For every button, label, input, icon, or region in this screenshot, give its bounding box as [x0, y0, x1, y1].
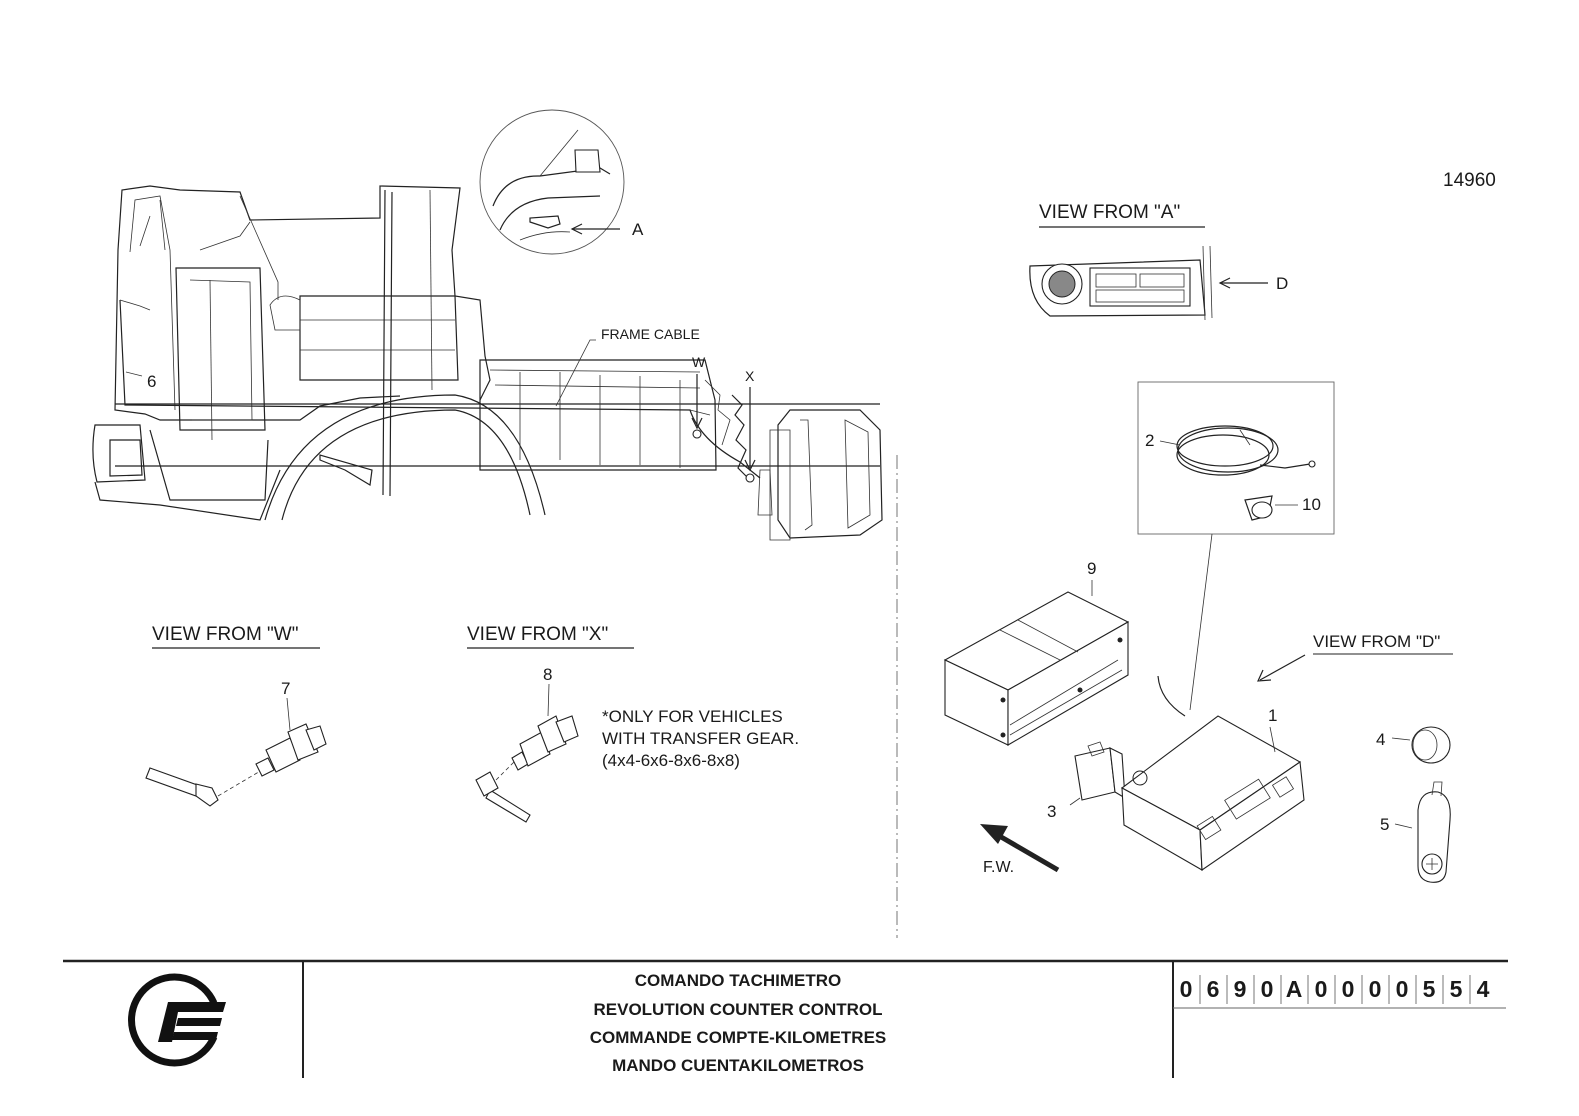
code-char: 0 — [1180, 976, 1193, 1002]
callout-8: 8 — [543, 665, 552, 684]
code-char: 5 — [1450, 976, 1463, 1002]
code-char: 4 — [1477, 976, 1490, 1002]
code-char: A — [1286, 976, 1303, 1002]
code-char: 0 — [1342, 976, 1355, 1002]
view-from-w-title: VIEW FROM "W" — [152, 624, 298, 645]
forward-direction-arrow — [980, 824, 1060, 873]
cable-kit-inset-box — [1137, 381, 1335, 711]
frame-cable-label: FRAME CABLE — [601, 326, 700, 342]
tachograph-unit-1 — [1120, 675, 1305, 872]
code-char: 5 — [1423, 976, 1436, 1002]
company-logo — [128, 973, 226, 1067]
callout-1: 1 — [1268, 706, 1277, 725]
view-from-x-title: VIEW FROM "X" — [467, 624, 608, 645]
vehicle-cab-chassis-drawing — [92, 185, 883, 541]
callout-9: 9 — [1087, 559, 1096, 578]
code-char: 0 — [1261, 976, 1274, 1002]
view-d-marker-label: D — [1276, 274, 1288, 293]
drawing-number: 14960 — [1443, 170, 1496, 191]
key-fob-5 — [1394, 781, 1451, 883]
sensor-fitting-7 — [145, 697, 327, 807]
code-char: 0 — [1396, 976, 1409, 1002]
note-line-1: *ONLY FOR VEHICLES — [602, 707, 783, 726]
dashboard-unit-view-a — [1029, 245, 1268, 321]
view-x-marker-label: X — [745, 368, 755, 384]
code-char: 0 — [1315, 976, 1328, 1002]
drawing-code-boxes: 0 6 9 0 A 0 0 0 0 5 5 4 — [1180, 975, 1490, 1004]
title-english: REVOLUTION COUNTER CONTROL — [594, 1000, 883, 1019]
note-line-2: WITH TRANSFER GEAR. — [602, 729, 799, 748]
callout-6: 6 — [147, 372, 156, 391]
title-italian: COMANDO TACHIMETRO — [635, 971, 842, 990]
forward-label: F.W. — [983, 859, 1014, 876]
title-french: COMMANDE COMPTE-KILOMETRES — [590, 1028, 887, 1047]
code-char: 9 — [1234, 976, 1247, 1002]
callout-7: 7 — [281, 679, 290, 698]
title-spanish: MANDO CUENTAKILOMETROS — [612, 1056, 864, 1075]
mounting-housing-9 — [943, 580, 1130, 746]
callout-5: 5 — [1380, 815, 1389, 834]
view-d-direction-arrow — [1257, 654, 1306, 682]
code-char: 6 — [1207, 976, 1220, 1002]
view-from-d-title: VIEW FROM "D" — [1313, 632, 1440, 651]
code-char: 0 — [1369, 976, 1382, 1002]
view-w-marker-label: W — [692, 354, 706, 370]
view-a-marker-label: A — [632, 220, 644, 239]
callout-4: 4 — [1376, 730, 1385, 749]
bracket-3 — [1069, 741, 1126, 806]
callout-2: 2 — [1145, 431, 1154, 450]
view-from-a-title: VIEW FROM "A" — [1039, 202, 1180, 223]
detail-circle-view-a-pointer — [479, 109, 625, 255]
cap-4 — [1391, 726, 1451, 764]
title-block — [63, 959, 1508, 1078]
callout-10: 10 — [1302, 495, 1321, 514]
callout-3: 3 — [1047, 802, 1056, 821]
sensor-fitting-8 — [475, 683, 579, 823]
note-line-3: (4x4-6x6-8x6-8x8) — [602, 751, 740, 770]
